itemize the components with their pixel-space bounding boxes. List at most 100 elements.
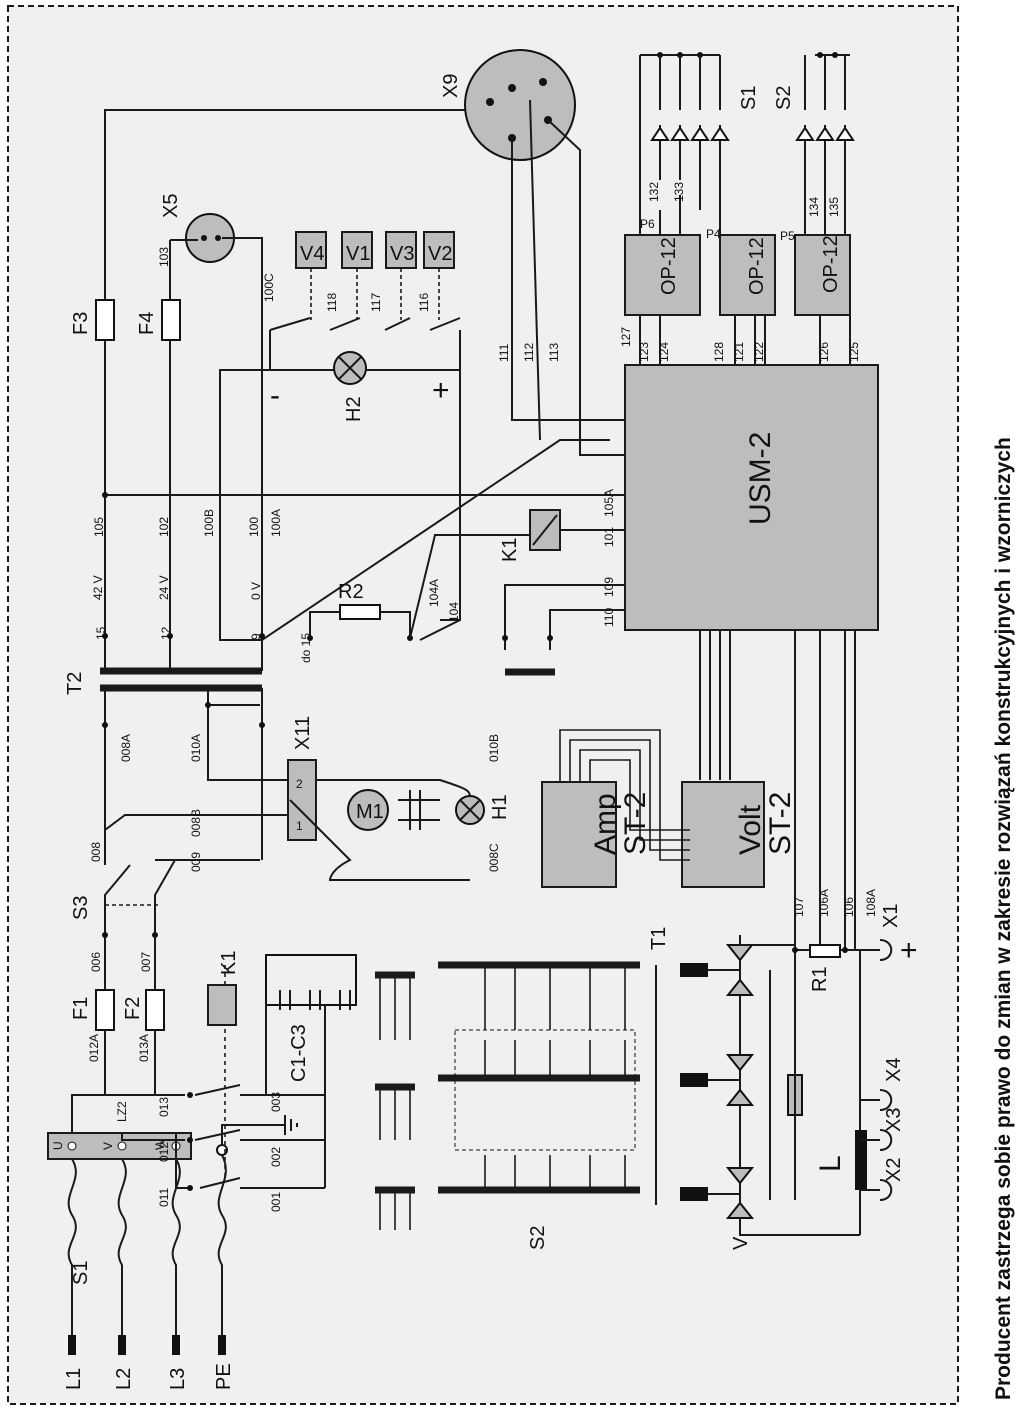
p5-label: P5 <box>780 229 795 243</box>
usm2-box <box>624 364 879 631</box>
capacitors: C1-C3 <box>265 954 357 1188</box>
lz2-label: LZ2 <box>115 1101 129 1122</box>
op12-p5 <box>794 234 851 316</box>
svg-text:124: 124 <box>657 342 671 362</box>
f2-label: F2 <box>122 997 144 1020</box>
svg-text:009: 009 <box>189 852 203 872</box>
op12-p6 <box>624 234 701 316</box>
fuse-f4 <box>161 299 181 341</box>
svg-text:008A: 008A <box>119 734 133 762</box>
svg-text:122: 122 <box>752 342 766 362</box>
r1-label: R1 <box>809 966 831 992</box>
l-label: L <box>814 1155 847 1172</box>
usm2-label: USM-2 <box>744 432 777 525</box>
meters: Amp ST-2 Volt ST-2 <box>541 729 797 888</box>
svg-text:12: 12 <box>159 626 173 640</box>
svg-text:003: 003 <box>269 1092 283 1112</box>
svg-text:104A: 104A <box>427 579 441 607</box>
led-section: H2 - + V4 V1 V3 V2 <box>269 231 461 641</box>
contactor-k1-coil <box>207 984 237 1026</box>
svg-text:100A: 100A <box>269 509 283 537</box>
fan-motor: 1 2 M1 X11 H1 <box>207 704 511 881</box>
x2-label: X2 <box>883 1158 905 1182</box>
svg-text:126: 126 <box>817 342 831 362</box>
svg-text:15: 15 <box>94 626 108 640</box>
f1-label: F1 <box>70 997 92 1020</box>
p6-label: P6 <box>640 217 655 231</box>
x5-label: X5 <box>160 194 182 218</box>
svg-text:013: 013 <box>157 1097 171 1117</box>
svg-text:100C: 100C <box>262 273 276 302</box>
svg-text:110: 110 <box>602 608 616 627</box>
h1-label: H1 <box>489 794 511 820</box>
usm2-module: USM-2 <box>502 364 879 676</box>
do15-label: do 15 <box>299 633 313 663</box>
mains-input: U V W LZ2 L1 L2 L3 PE <box>47 1101 298 1390</box>
m1-label: M1 <box>356 801 384 823</box>
svg-text:012: 012 <box>157 1142 171 1162</box>
svg-text:100B: 100B <box>202 509 216 537</box>
svg-text:008B: 008B <box>189 809 203 837</box>
svg-text:9: 9 <box>249 633 263 640</box>
t1-label: T1 <box>648 927 670 950</box>
switch-s2-bottom: S2 <box>438 961 640 1250</box>
svg-text:010B: 010B <box>487 734 501 762</box>
transformer-t1-rectifier: T1 V R1 + X1 L X4 X3 X2 <box>648 904 918 1250</box>
led-v2-label: V2 <box>428 243 452 265</box>
x4-label: X4 <box>883 1058 905 1082</box>
s1-label-top: S1 <box>738 86 760 110</box>
amp-st2-label: ST-2 <box>619 792 652 855</box>
svg-text:012A: 012A <box>87 1034 101 1062</box>
s2-label-top: S2 <box>773 86 795 110</box>
op12-p5-label: OP-12 <box>820 235 842 293</box>
c1c3-label: C1-C3 <box>288 1024 310 1082</box>
v24-label: 24 V <box>157 575 171 600</box>
volt-st2-label: ST-2 <box>764 792 797 855</box>
socket-x9 <box>464 49 576 161</box>
v42-label: 42 V <box>91 575 105 600</box>
k1-label-top: K1 <box>218 951 240 975</box>
phase-u: U <box>51 1141 65 1150</box>
svg-text:101: 101 <box>602 527 616 547</box>
svg-text:123: 123 <box>637 342 651 362</box>
svg-text:107: 107 <box>792 897 806 917</box>
x1-plus: + <box>900 934 918 967</box>
op12-p4-label: OP-12 <box>746 237 768 295</box>
x11-label: X11 <box>292 716 314 750</box>
svg-text:108A: 108A <box>864 889 878 917</box>
s2-label-bottom: S2 <box>527 1226 549 1250</box>
transformer-t2: T2 15 12 9 42 V 24 V 0 V <box>64 109 625 860</box>
volt-label: Volt <box>734 804 767 855</box>
terminal-l1: L1 <box>63 1368 85 1390</box>
svg-text:125: 125 <box>847 342 861 362</box>
s1-label-bottom: S1 <box>70 1261 92 1285</box>
s1-s2-switches: S1 S2 <box>640 52 855 180</box>
led-v1 <box>341 231 373 269</box>
svg-text:102: 102 <box>157 517 171 537</box>
fuse-f2 <box>145 989 165 1031</box>
svg-text:111: 111 <box>497 343 511 362</box>
motor-m1 <box>347 789 389 831</box>
volt-st2-box <box>681 781 765 888</box>
svg-text:013A: 013A <box>137 1034 151 1062</box>
fuse-f3 <box>95 299 115 341</box>
svg-text:006: 006 <box>89 952 103 972</box>
svg-text:105A: 105A <box>602 489 616 517</box>
led-v4-label: V4 <box>300 243 324 265</box>
terminal-l2: L2 <box>113 1368 135 1390</box>
x3-label: X3 <box>883 1108 905 1132</box>
svg-text:117: 117 <box>369 293 383 312</box>
svg-text:106: 106 <box>842 897 856 917</box>
svg-text:008: 008 <box>89 842 103 862</box>
resistor-r1 <box>809 944 841 958</box>
connector-x11 <box>287 759 317 841</box>
wire-labels: 012A 013A 006 007 008 008A 010A 008B 009… <box>87 182 878 1212</box>
led-v1-label: V1 <box>346 243 370 265</box>
svg-text:133: 133 <box>672 182 686 202</box>
manufacturer-note: Producent zastrzega sobie prawo do zmian… <box>992 437 1015 1400</box>
k1-label-right: K1 <box>499 538 521 562</box>
minus-sign: - <box>270 379 280 412</box>
svg-text:121: 121 <box>732 342 746 362</box>
terminal-l3: L3 <box>167 1368 189 1390</box>
